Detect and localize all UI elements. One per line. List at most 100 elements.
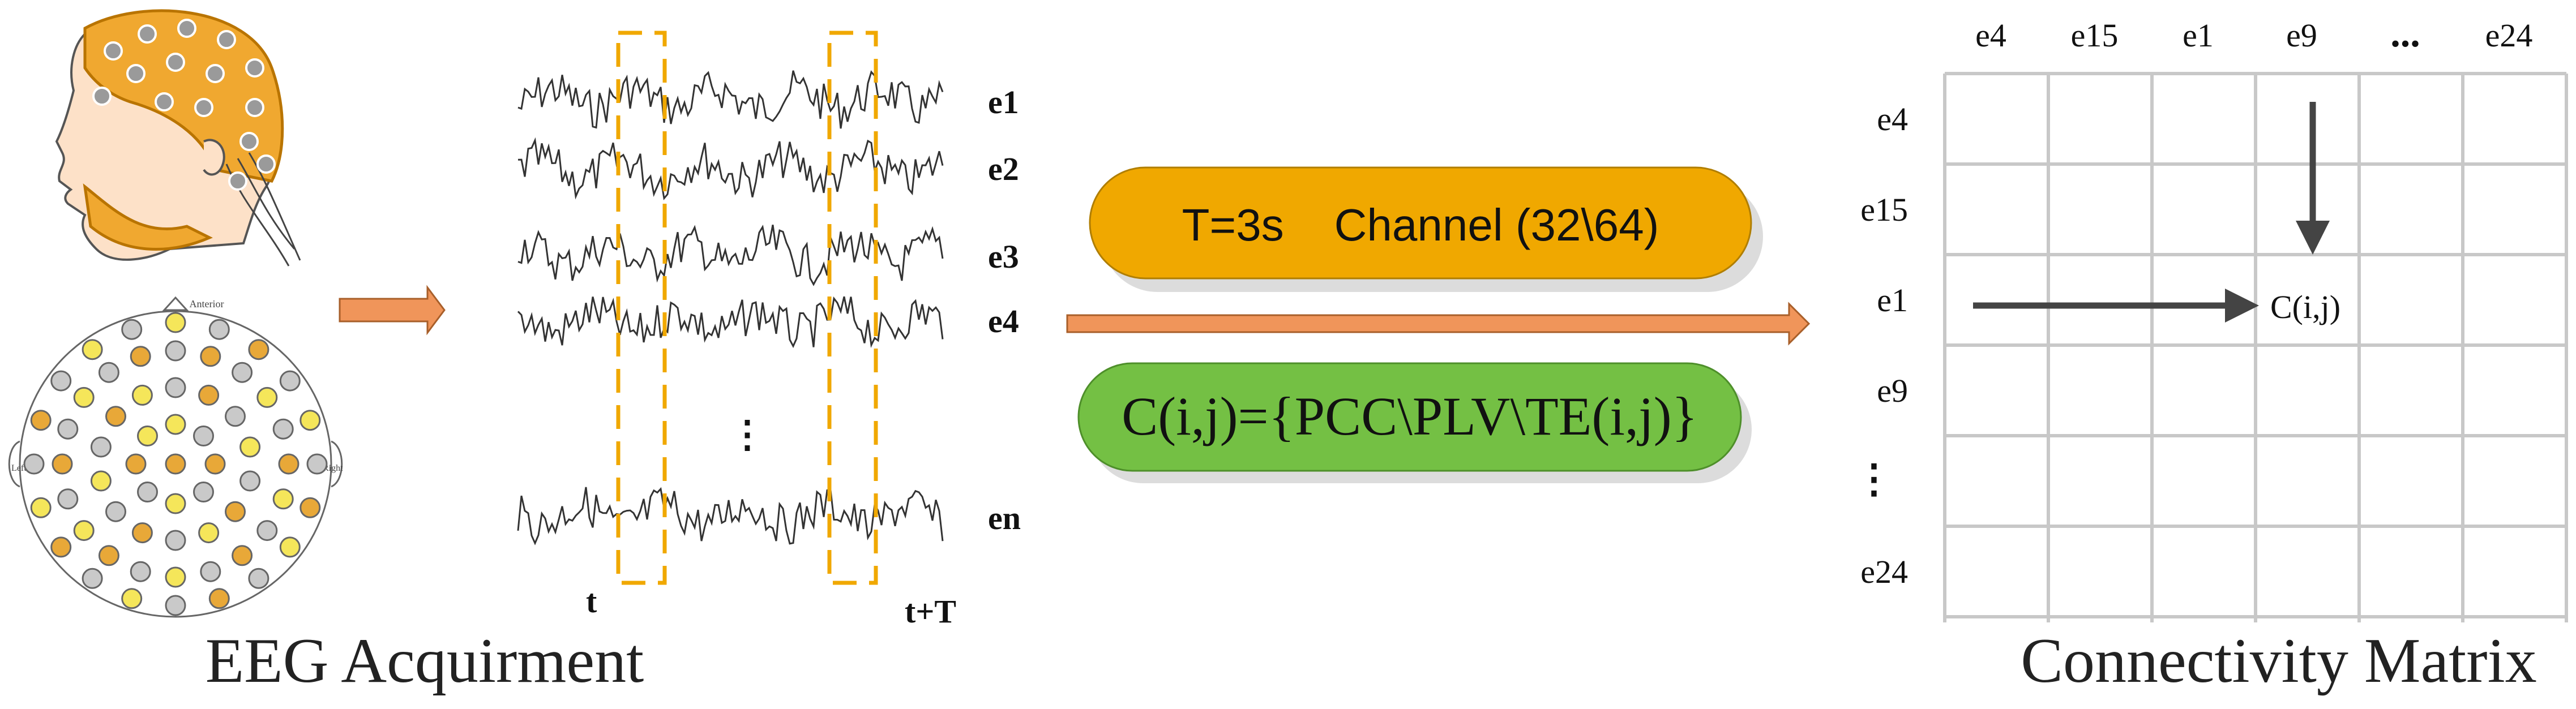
electrode-dot [30,497,52,518]
electrode-dot [272,488,294,510]
matrix-row-header: e9 [1877,372,1908,409]
electrode-dot [90,470,112,492]
electrode-dot [82,339,103,360]
electrode-dot [30,410,52,431]
matrix-column-header: e9 [2286,17,2317,54]
electrode-dot [208,319,230,340]
electrode-dot [82,568,103,589]
electrode-dot [165,377,186,398]
window-parameter-text: T=3s Channel (32\64) [1182,200,1659,250]
connectivity-matrix-caption: Connectivity Matrix [2021,626,2536,696]
eeg-trace-line [517,137,944,200]
channel-label-e4: e4 [988,303,1019,340]
electrode-dot [279,370,301,392]
matrix-row-header: ⋮ [1854,458,1894,501]
electrode-dot [193,482,214,502]
electrode-dot [137,426,158,446]
electrode-dot [73,520,95,542]
matrix-row-header: e1 [1877,282,1908,319]
electrode-dot [198,522,220,544]
eeg-acquirment-caption: EEG Acquirment [206,626,644,696]
electrode-dot [200,561,221,582]
electrode-dot [57,488,79,510]
eeg-signal-traces [517,70,944,545]
electrode-dot [256,520,278,542]
matrix-column-header: ... [2390,12,2420,55]
electrode-dot [165,340,186,362]
electrode-dot [165,530,186,551]
anterior-label: Anterior [190,298,224,310]
matrix-row-arrow [1973,289,2259,323]
electrode-dot [204,453,226,475]
connectivity-formula-text: C(i,j)={PCC\PLV\TE(i,j)} [1122,386,1698,446]
electrode-dot [57,418,79,440]
matrix-column-header: e15 [2071,17,2119,54]
electrode-dot [198,384,220,406]
electrode-dot [272,418,294,440]
eeg-trace-line [517,225,944,286]
electrode-dot [52,453,73,475]
electrode-dot [50,370,72,392]
right-label: Right [323,463,343,473]
channel-label-e1: e1 [988,84,1019,121]
electrode-dot [225,501,246,522]
electrode-dot [256,386,278,408]
matrix-row-headers: e4 e15 e1 e9 ⋮ e24 [1854,101,1908,590]
connectivity-formula-pill: C(i,j)={PCC\PLV\TE(i,j)} [1077,362,1752,483]
channel-label-e2: e2 [988,151,1019,187]
electrode-dot [193,426,214,446]
time-window-end [827,31,878,585]
electrode-dot [165,453,186,475]
window-parameter-pill: T=3s Channel (32\64) [1089,166,1763,292]
electrode-dot [165,566,186,588]
main-process-arrow [1066,302,1811,346]
matrix-row-header: e15 [1860,191,1908,228]
matrix-cell-label: C(i,j) [2270,289,2340,325]
electrode-dot [239,470,261,492]
channel-ellipsis: ⋮ [729,414,766,456]
electrode-dot [137,482,158,502]
matrix-column-header: e4 [1975,17,2006,54]
electrode-dot [299,410,321,431]
electrode-dot [105,501,126,522]
eeg-trace-line [517,487,944,545]
electrode-dot [248,339,269,360]
electrode-dot [200,346,221,367]
eeg-trace-line [517,70,944,129]
electrode-dot [239,436,261,458]
time-window-boxes [616,31,878,585]
electrode-dot [165,414,186,435]
electrode-dot [306,453,328,475]
matrix-row-header: e24 [1860,553,1908,590]
channel-label-e3: e3 [988,238,1019,275]
electrode-dot [279,536,301,558]
electrode-dot [23,453,45,475]
acquisition-arrow [339,285,446,336]
matrix-column-arrow [2296,102,2330,255]
electrode-dot [299,497,321,518]
electrode-dot [232,362,253,383]
electrode-dot [98,545,119,566]
eeg-trace-line [517,296,944,349]
time-end-label: t+T [905,593,956,630]
left-label: Left [11,463,27,473]
electrode-dot [130,561,151,582]
matrix-column-header: e24 [2485,17,2533,54]
electrode-dot [130,346,151,367]
electrode-dots [23,312,328,616]
electrode-dot [125,453,147,475]
electrode-dot [73,386,95,408]
electrode-dot [131,384,153,406]
electrode-dot [165,493,186,514]
time-window-start [616,31,667,585]
electrode-dot [165,595,186,616]
electrode-dot [121,588,143,609]
electrode-dot [90,436,112,458]
matrix-row-header: e4 [1877,101,1908,137]
electrode-dot [208,588,230,609]
connectivity-matrix-grid [1943,72,2568,622]
electrode-dot [165,312,186,333]
electrode-topography-map: Anterior Left Right [8,296,343,618]
